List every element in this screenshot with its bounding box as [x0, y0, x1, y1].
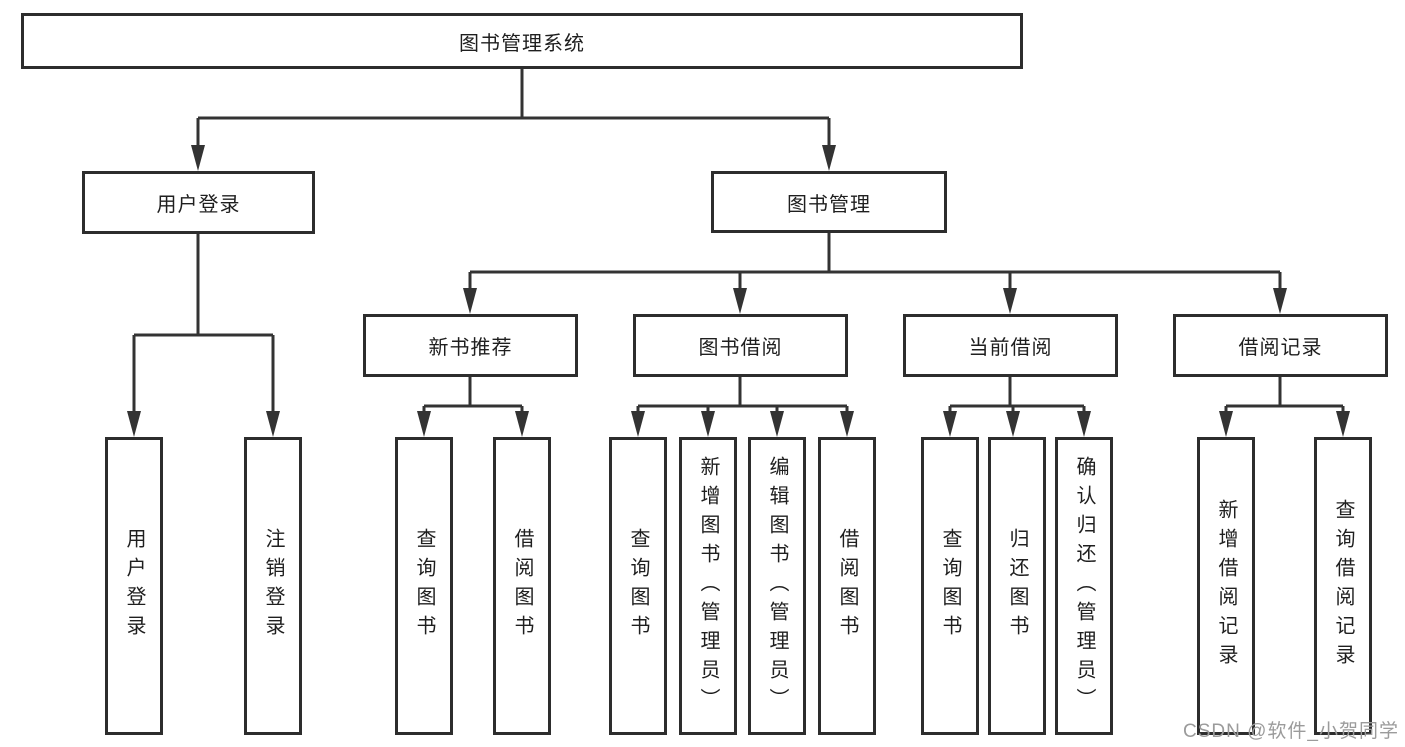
leaf-add-borrow-record: 新增借阅记录 — [1197, 437, 1255, 735]
connector-user-login — [127, 234, 280, 437]
leaf-add-books-admin: 新增图书（管理员） — [679, 437, 737, 735]
csdn-watermark: CSDN @软件_小贺同学 — [1183, 721, 1399, 742]
node-user-login: 用户登录 — [82, 171, 315, 234]
leaf-borrow-books: 借阅图书 — [818, 437, 876, 735]
leaf-logout-login: 注销登录 — [244, 437, 302, 735]
leaf-user-login: 用户登录 — [105, 437, 163, 735]
connector-book-borrow — [631, 377, 854, 437]
node-new-book-recommend: 新书推荐 — [363, 314, 578, 377]
leaf-query-books-borrow: 查询图书 — [609, 437, 667, 735]
leaf-borrow-books-recommend: 借阅图书 — [493, 437, 551, 735]
leaf-edit-books-admin: 编辑图书（管理员） — [748, 437, 806, 735]
connector-current-borrow — [943, 377, 1091, 437]
node-root: 图书管理系统 — [21, 13, 1023, 69]
leaf-query-books-current: 查询图书 — [921, 437, 979, 735]
leaf-query-borrow-record: 查询借阅记录 — [1314, 437, 1372, 735]
leaf-confirm-return-admin: 确认归还（管理员） — [1055, 437, 1113, 735]
leaf-query-books-recommend: 查询图书 — [395, 437, 453, 735]
connector-root — [191, 69, 836, 171]
leaf-return-books: 归还图书 — [988, 437, 1046, 735]
connector-borrow-records — [1219, 377, 1350, 437]
connector-new-book — [417, 377, 529, 437]
node-book-borrow: 图书借阅 — [633, 314, 848, 377]
connector-book-management — [463, 232, 1287, 314]
node-current-borrow: 当前借阅 — [903, 314, 1118, 377]
node-book-management: 图书管理 — [711, 171, 947, 233]
node-borrow-records: 借阅记录 — [1173, 314, 1388, 377]
